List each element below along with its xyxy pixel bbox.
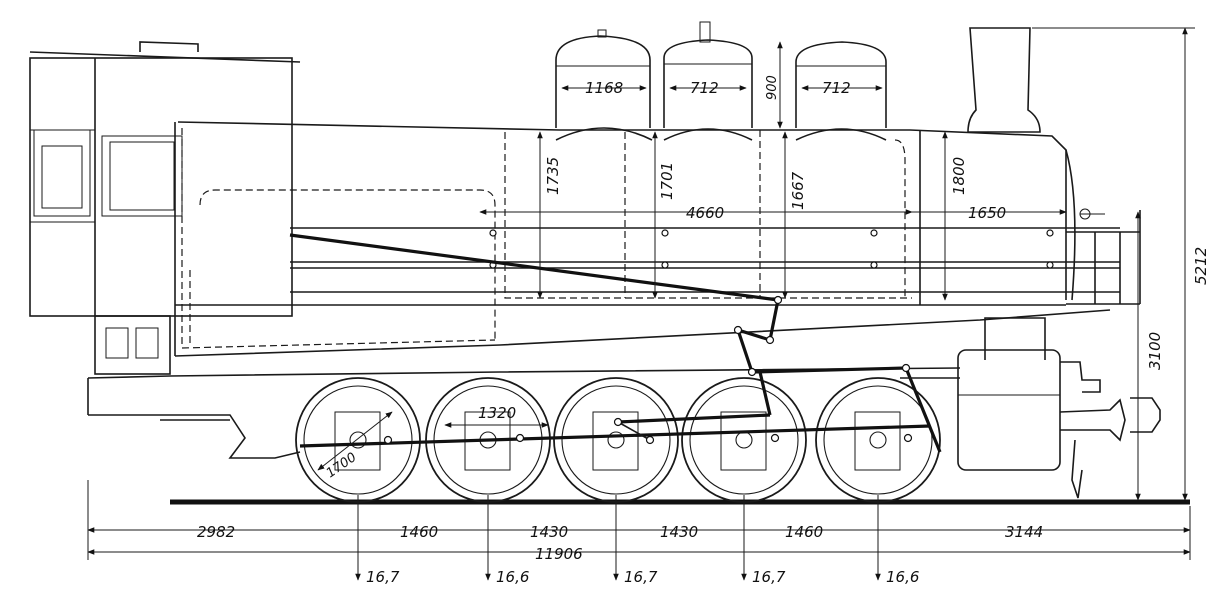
axle-load-2: 16,6 xyxy=(496,568,529,586)
axle-load-3: 16,7 xyxy=(624,568,658,586)
dimension-lines xyxy=(87,27,1195,581)
wheel-5 xyxy=(815,377,941,503)
boiler xyxy=(174,121,1141,357)
dim-1460-a: 1460 xyxy=(400,523,438,541)
wheel-1 xyxy=(295,377,421,503)
frame xyxy=(87,317,1161,499)
dimension-labels: 2982 1460 1430 1430 1460 3144 11906 16,7… xyxy=(197,75,1210,586)
dim-4660: 4660 xyxy=(686,204,724,222)
valve-gear xyxy=(289,233,960,453)
cab xyxy=(29,41,301,375)
dim-1667: 1667 xyxy=(789,171,807,210)
axle-load-1: 16,7 xyxy=(366,568,400,586)
wheel-4 xyxy=(681,377,807,503)
dim-1460-b: 1460 xyxy=(785,523,823,541)
axle-load-5: 16,6 xyxy=(886,568,919,586)
dim-1650: 1650 xyxy=(968,204,1006,222)
dim-total-length: 11906 xyxy=(535,545,583,563)
dim-3100: 3100 xyxy=(1146,332,1164,370)
domes xyxy=(555,21,887,141)
dim-5212: 5212 xyxy=(1192,247,1210,285)
axle-load-4: 16,7 xyxy=(752,568,786,586)
dim-3144: 3144 xyxy=(1005,523,1043,541)
dim-wheel-1320: 1320 xyxy=(478,404,516,422)
handrail-posts xyxy=(489,229,1054,269)
dim-900: 900 xyxy=(765,75,780,100)
dim-dome-712-a: 712 xyxy=(690,79,719,97)
dim-dome-712-b: 712 xyxy=(822,79,851,97)
wheel-3 xyxy=(553,377,679,503)
dim-1430-b: 1430 xyxy=(660,523,698,541)
dim-1700: 1700 xyxy=(324,450,360,481)
dim-1430-a: 1430 xyxy=(530,523,568,541)
dim-1701: 1701 xyxy=(658,162,676,200)
dim-2982: 2982 xyxy=(197,523,235,541)
chimney xyxy=(967,27,1041,133)
dim-1735: 1735 xyxy=(544,157,562,195)
dim-1800: 1800 xyxy=(950,157,968,195)
dim-dome-1168: 1168 xyxy=(585,79,623,97)
